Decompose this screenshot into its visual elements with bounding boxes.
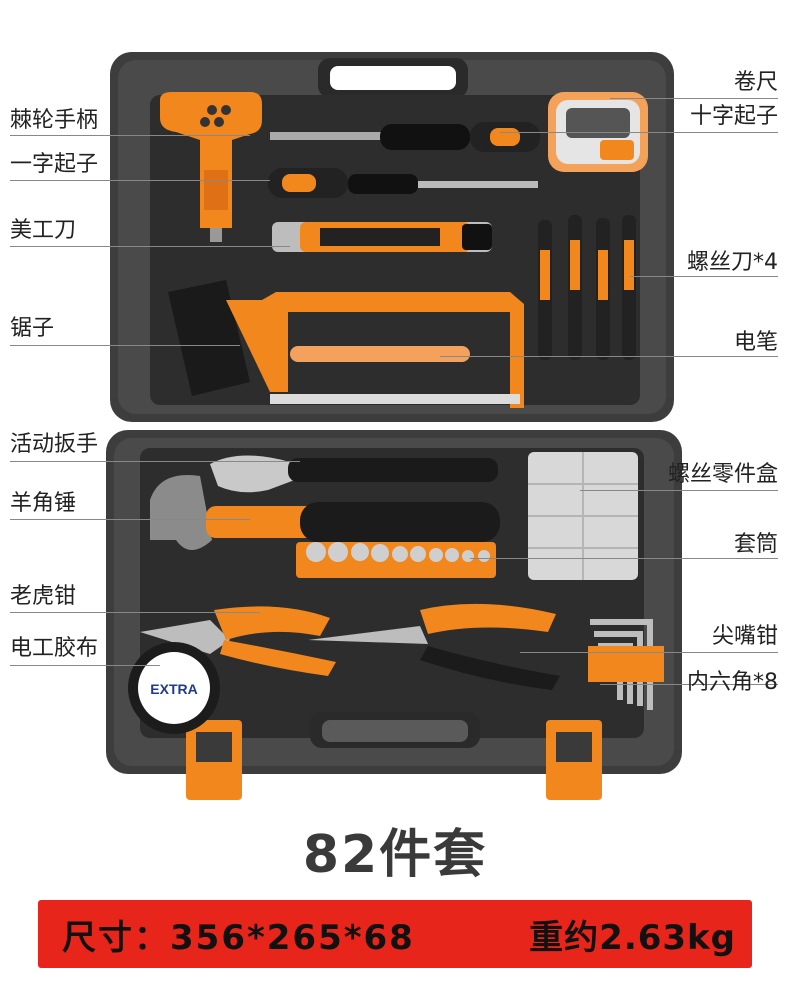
leader-line	[630, 276, 778, 277]
leader-line	[440, 356, 778, 357]
leader-line	[610, 98, 778, 99]
leader-line	[10, 135, 250, 136]
utility-knife-tool	[272, 222, 492, 252]
leader-line	[10, 246, 290, 247]
leader-line	[10, 612, 260, 613]
callout-saw: 锯子	[10, 316, 55, 341]
sockets-tool	[296, 542, 496, 578]
callout-ratchet-handle: 棘轮手柄	[10, 108, 99, 133]
callout-screw-parts-box: 螺丝零件盒	[667, 462, 778, 487]
callout-claw-hammer: 羊角锤	[10, 491, 77, 516]
leader-line	[580, 490, 778, 491]
spec-banner: 尺寸：356*265*68 重约2.63kg	[38, 900, 752, 968]
ratchet-handle-tool	[160, 92, 262, 242]
leader-line	[10, 519, 250, 520]
spec-dimensions: 尺寸：356*265*68	[62, 917, 415, 958]
callout-phillips-screwdriver: 十字起子	[689, 104, 778, 129]
callout-precision-screwdrivers: 螺丝刀*4	[687, 250, 778, 275]
leader-line	[10, 345, 240, 346]
screw-parts-box-tool	[528, 452, 638, 580]
test-pen-tool	[290, 346, 470, 362]
leader-line	[10, 180, 270, 181]
screwdriver-tools	[268, 122, 540, 198]
callout-pliers: 老虎钳	[10, 584, 77, 609]
leader-line	[600, 684, 778, 685]
tape-brand-text: EXTRA	[150, 681, 197, 697]
precision-screwdrivers-tool	[538, 215, 636, 360]
spec-weight: 重约2.63kg	[529, 917, 736, 958]
callout-needle-nose-pliers: 尖嘴钳	[711, 624, 778, 649]
adjustable-wrench-tool	[210, 455, 498, 493]
callout-hex-keys: 内六角*8	[687, 670, 778, 695]
leader-line	[10, 665, 160, 666]
saw-tool	[168, 280, 524, 408]
needle-nose-pliers-tool	[308, 603, 560, 690]
callout-adjustable-wrench: 活动扳手	[10, 432, 99, 457]
leader-line	[470, 558, 778, 559]
electrical-tape-tool: EXTRA	[128, 642, 220, 734]
leader-line	[500, 132, 778, 133]
callout-flat-screwdriver: 一字起子	[10, 152, 99, 177]
leader-line	[10, 461, 300, 462]
leader-line	[520, 652, 778, 653]
callout-test-pen: 电笔	[733, 330, 778, 355]
callout-tape-measure: 卷尺	[733, 70, 778, 95]
set-count-headline: 82件套	[302, 825, 488, 885]
claw-hammer-tool	[150, 475, 500, 550]
callout-sockets: 套筒	[733, 532, 778, 557]
pliers-tool	[140, 606, 336, 676]
callout-utility-knife: 美工刀	[10, 218, 77, 243]
callout-electrical-tape: 电工胶布	[10, 636, 99, 661]
